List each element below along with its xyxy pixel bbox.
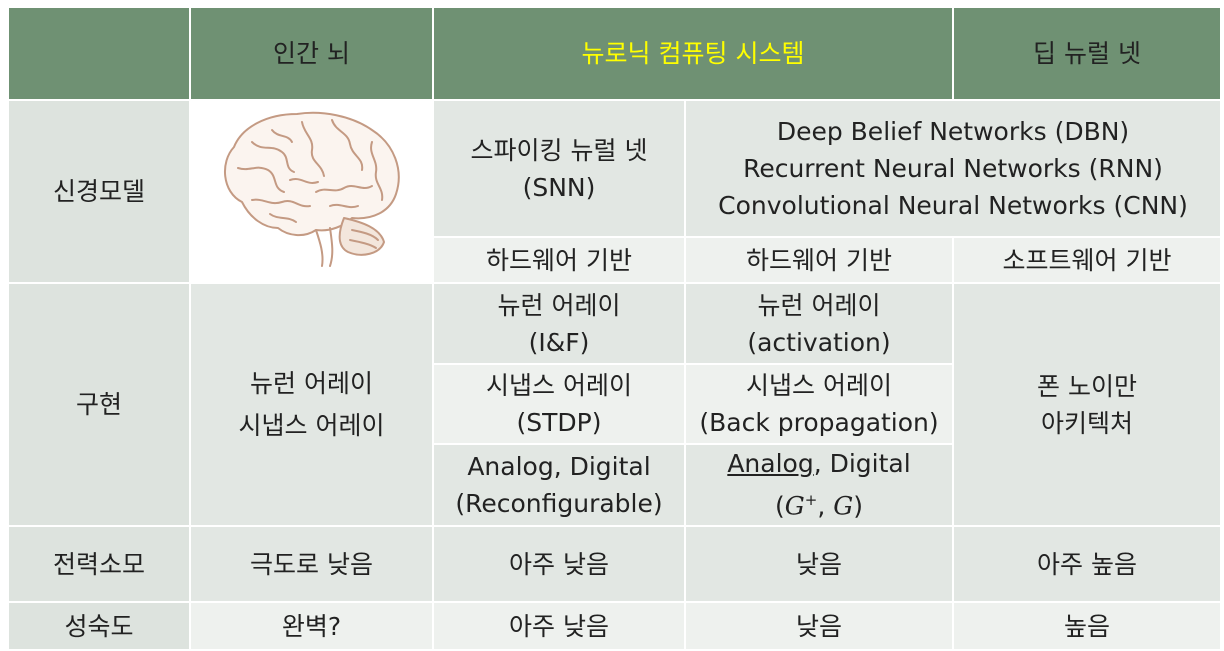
dnn-type-open: ( <box>775 491 785 521</box>
snn-synapse-line2: (STDP) <box>516 408 602 437</box>
dnn-synapse-line2: (Back propagation) <box>699 408 939 437</box>
snn-type-line1: Analog, Digital <box>467 452 651 481</box>
dnn-type-sep: , <box>817 491 834 521</box>
brain-impl-line2: 시냅스 어레이 <box>238 410 385 440</box>
row-label-implementation: 구현 <box>7 282 191 527</box>
maturity-deep: 높음 <box>952 601 1222 651</box>
row-label-power: 전력소모 <box>7 525 191 603</box>
row-maturity: 성숙도 완벽? 아주 낮음 낮음 높음 <box>7 601 1222 651</box>
power-brain: 극도로 낮음 <box>189 525 434 603</box>
dnn-model-line2: Recurrent Neural Networks (RNN) <box>743 154 1163 183</box>
snn-synapse-line1: 시냅스 어레이 <box>486 371 632 400</box>
dnn-neuron-cell: 뉴런 어레이 (activation) <box>684 282 954 365</box>
basis-hardware-snn: 하드웨어 기반 <box>432 236 686 284</box>
header-neuromorphic: 뉴로닉 컴퓨팅 시스템 <box>432 6 954 101</box>
row-neural-model: 신경모델 <box>7 99 1222 284</box>
dnn-type-cell: Analog, Digital (G+, G) <box>684 443 954 527</box>
header-row: 인간 뇌 뉴로닉 컴퓨팅 시스템 딥 뉴럴 넷 <box>7 6 1222 101</box>
row-label-maturity: 성숙도 <box>7 601 191 651</box>
snn-neuron-line1: 뉴런 어레이 <box>497 290 621 320</box>
dnn-synapse-cell: 시냅스 어레이 (Back propagation) <box>684 363 954 445</box>
dnn-type-line1: Analog, Digital <box>690 446 948 482</box>
deep-impl-cell: 폰 노이만 아키텍처 <box>952 282 1222 527</box>
power-dnn-hw: 낮음 <box>684 525 954 603</box>
brain-illustration-icon <box>223 111 400 267</box>
snn-type-cell: Analog, Digital (Reconfigurable) <box>432 443 686 527</box>
dnn-synapse-line1: 시냅스 어레이 <box>746 371 892 400</box>
snn-type-line2: (Reconfigurable) <box>455 489 663 518</box>
power-deep: 아주 높음 <box>952 525 1222 603</box>
row-impl-type: Analog, Digital (Reconfigurable) Analog,… <box>8 443 1221 527</box>
power-snn: 아주 낮음 <box>432 525 686 603</box>
snn-neuron-line2: (I&F) <box>528 327 590 357</box>
dnn-type-g1: G <box>784 491 805 521</box>
dnn-type-sup: + <box>804 491 818 510</box>
comparison-table: 인간 뇌 뉴로닉 컴퓨팅 시스템 딥 뉴럴 넷 신경모델 <box>7 6 1222 651</box>
basis-software: 소프트웨어 기반 <box>952 236 1222 284</box>
basis-hardware-dnn: 하드웨어 기반 <box>684 236 954 284</box>
snn-model-line1: 스파이킹 뉴럴 넷 <box>470 135 648 165</box>
dnn-type-g2: G <box>833 491 854 521</box>
row-label-neural-model: 신경모델 <box>7 99 191 284</box>
maturity-snn: 아주 낮음 <box>432 601 686 651</box>
dnn-model-cell: Deep Belief Networks (DBN) Recurrent Neu… <box>684 99 1222 238</box>
brain-impl-cell: 뉴런 어레이 시냅스 어레이 <box>189 282 434 527</box>
brain-image-cell <box>189 99 434 284</box>
dnn-type-rest: , Digital <box>813 449 911 479</box>
dnn-type-close: ) <box>853 491 863 521</box>
row-impl-synapse: 시냅스 어레이 (STDP) 시냅스 어레이 (Back propagation… <box>8 363 1221 445</box>
maturity-brain: 완벽? <box>189 601 434 651</box>
header-human-brain: 인간 뇌 <box>189 6 434 101</box>
snn-model-line2: (SNN) <box>522 172 596 202</box>
snn-synapse-cell: 시냅스 어레이 (STDP) <box>432 363 686 445</box>
dnn-type-line2: (G+, G) <box>690 482 948 524</box>
snn-neuron-cell: 뉴런 어레이 (I&F) <box>432 282 686 365</box>
snn-model-cell: 스파이킹 뉴럴 넷 (SNN) <box>432 99 686 238</box>
dnn-type-analog: Analog <box>727 449 814 479</box>
brain-impl-line1: 뉴런 어레이 <box>250 368 373 398</box>
header-deep-neural-net: 딥 뉴럴 넷 <box>952 6 1222 101</box>
dnn-model-line3: Convolutional Neural Networks (CNN) <box>718 191 1188 220</box>
row-power: 전력소모 극도로 낮음 아주 낮음 낮음 아주 높음 <box>7 525 1222 603</box>
row-basis: 하드웨어 기반 하드웨어 기반 소프트웨어 기반 <box>8 236 1222 284</box>
dnn-model-line1: Deep Belief Networks (DBN) <box>776 117 1130 146</box>
dnn-neuron-line1: 뉴런 어레이 <box>757 290 881 320</box>
row-impl-neuron: 구현 뉴런 어레이 시냅스 어레이 뉴런 어레이 (I&F) 뉴런 어레이 (a… <box>7 282 1222 527</box>
deep-impl-line2: 아키텍처 <box>1040 408 1133 438</box>
maturity-dnn-hw: 낮음 <box>684 601 954 651</box>
dnn-neuron-line2: (activation) <box>747 327 891 357</box>
header-corner <box>7 6 191 101</box>
deep-impl-line1: 폰 노이만 <box>1037 371 1137 401</box>
